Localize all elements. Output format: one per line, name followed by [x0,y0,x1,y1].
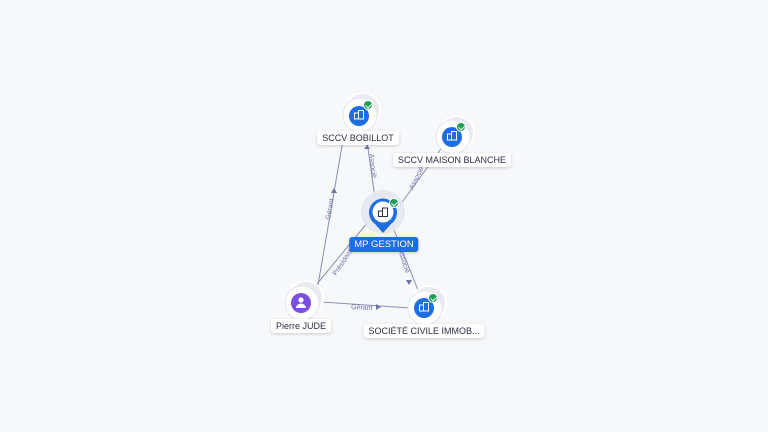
verified-check-icon [456,122,466,132]
person-icon [296,297,306,308]
edge-pierre-mp [311,221,369,291]
edge-label-mp-bobillot: Associé [367,153,377,178]
edge-pierre-bobillot [317,139,344,286]
edge-label-mp-societe: Associé [396,248,410,274]
node-label-sccv-bobillot[interactable]: SCCV BOBILLOT [317,131,399,145]
node-label-pierre-jude[interactable]: Pierre JUDE [270,319,332,333]
arrow-pierre-bobillot [331,188,337,193]
edge-label-mp-maison-blanche: Associé [409,166,426,191]
edge-arrows [331,145,412,310]
arrow-mp-bobillot [364,145,370,149]
building-icon [378,207,388,217]
building-icon [354,110,364,120]
arrow-mp-societe [406,280,412,285]
edge-mp-maison-blanche [399,141,447,206]
edge-label-pierre-bobillot: Gérant [325,198,336,220]
verified-check-icon [389,198,399,208]
verified-check-icon [428,293,438,303]
node-label-sccv-maison-blanche[interactable]: SCCV MAISON BLANCHE [392,153,512,167]
node-pierre-jude[interactable] [284,280,324,321]
arrow-pierre-societe [376,304,381,310]
node-societe-civile[interactable] [407,285,447,326]
edge-label-pierre-societe: Gérant [351,304,373,312]
edge-labels: Associé Associé Associé Président Gérant… [325,153,426,312]
edges [311,126,447,309]
edge-pierre-societe [321,301,411,309]
building-icon [419,302,429,312]
node-mp-gestion[interactable] [361,190,405,234]
building-icon [447,131,457,141]
verified-check-icon [363,100,373,110]
node-sccv-maison-blanche[interactable] [435,115,475,155]
node-label-societe-civile[interactable]: SOCIÉTÉ CIVILE IMMOB... [363,324,485,338]
node-label-mp-gestion[interactable]: MP GESTION [349,237,419,252]
edge-mp-societe [391,224,421,296]
node-sccv-bobillot[interactable] [342,92,381,133]
